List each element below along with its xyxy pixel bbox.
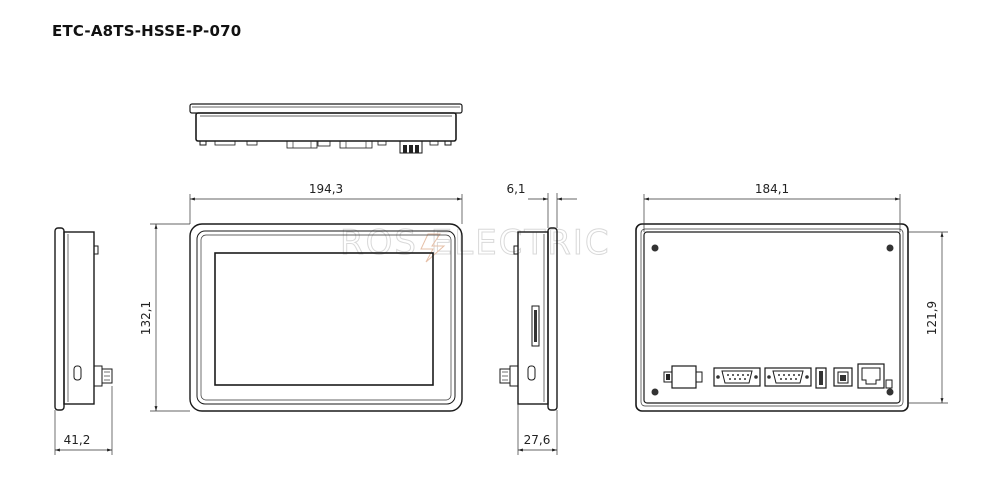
drawing-title: ETC-A8TS-HSSE-P-070 [52, 22, 242, 40]
right-side-view [499, 227, 558, 411]
serial-port-1-icon [713, 367, 761, 387]
dim-rear-height: 121,9 [925, 301, 939, 335]
dim-rear-width: 184,1 [755, 182, 789, 196]
front-view [189, 223, 463, 412]
top-view [189, 103, 463, 154]
dim-side-thickness: 6,1 [506, 182, 525, 196]
usb-b-port-icon [833, 367, 853, 387]
screw-icon [651, 388, 659, 396]
dim-side-depth: 27,6 [524, 433, 551, 447]
watermark-text: ROS ELECTRIC [340, 223, 611, 263]
screw-icon [651, 244, 659, 252]
watermark-bolt-icon [420, 233, 446, 263]
left-side-view [54, 227, 113, 411]
dim-front-height: 132,1 [139, 301, 153, 335]
ethernet-port-icon [857, 363, 893, 389]
dim-left-depth: 41,2 [64, 433, 91, 447]
screw-icon [886, 244, 894, 252]
power-terminal-icon [663, 365, 703, 389]
rear-view [635, 223, 909, 412]
screw-icon [886, 388, 894, 396]
dim-front-width: 194,3 [309, 182, 343, 196]
serial-port-2-icon [764, 367, 812, 387]
usb-a-port-icon [815, 367, 827, 389]
